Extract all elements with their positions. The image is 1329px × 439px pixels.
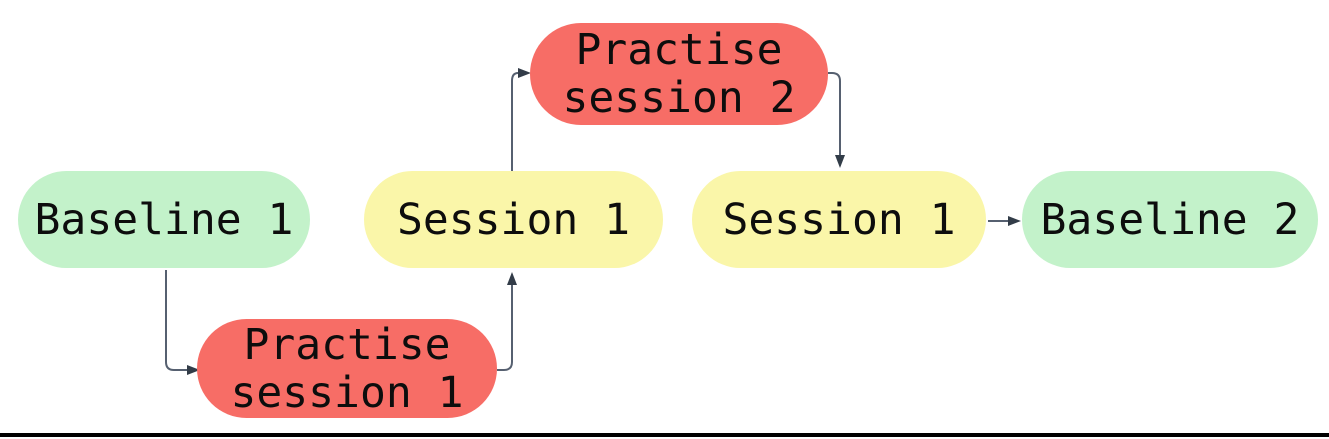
bottom-divider	[0, 433, 1329, 437]
connector-session1-left-to-practise2	[511, 68, 531, 171]
node-session-1-right-label: Session 1	[722, 194, 956, 245]
connector-practise1-to-session1-left	[497, 272, 517, 371]
node-practise-session-2[interactable]: Practise session 2	[530, 23, 828, 125]
node-baseline-1-label: Baseline 1	[34, 194, 294, 245]
node-baseline-2-label: Baseline 2	[1040, 194, 1300, 245]
connector-baseline1-to-practise1	[165, 270, 200, 375]
node-session-1-left-label: Session 1	[397, 194, 630, 245]
node-session-1-right[interactable]: Session 1	[692, 171, 986, 268]
node-baseline-1[interactable]: Baseline 1	[18, 171, 310, 268]
node-baseline-2[interactable]: Baseline 2	[1022, 171, 1318, 268]
node-practise-session-2-label: Practise session 2	[562, 25, 796, 123]
connector-practise2-to-session1-right	[828, 72, 845, 168]
node-session-1-left[interactable]: Session 1	[364, 171, 663, 268]
node-practise-session-1[interactable]: Practise session 1	[197, 319, 497, 418]
node-practise-session-1-label: Practise session 1	[230, 319, 464, 418]
